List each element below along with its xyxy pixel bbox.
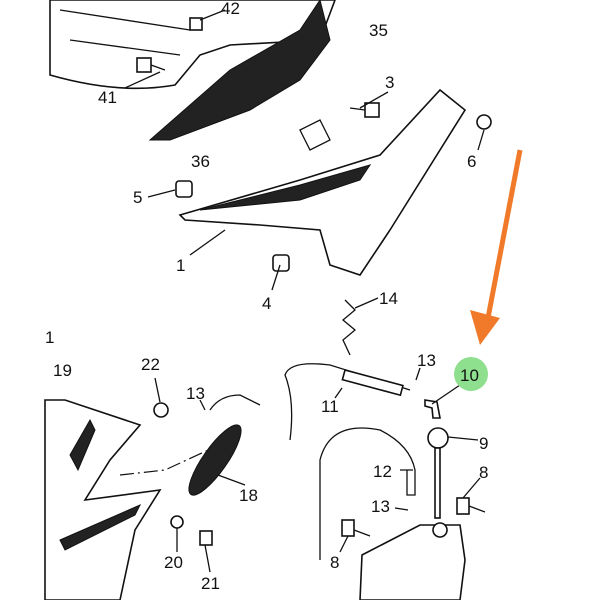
grommet-22 (153, 402, 169, 418)
hose-11 (284, 363, 411, 441)
callout-12[interactable]: 12 (373, 462, 392, 481)
bolt-8-right (456, 497, 486, 515)
callout-19[interactable]: 19 (53, 361, 72, 380)
reservoir-tank (359, 524, 466, 600)
hose-12 (319, 427, 416, 560)
bolt-41 (136, 57, 166, 73)
callout-21[interactable]: 21 (201, 574, 220, 593)
bolt-8-left (341, 519, 371, 537)
callout-4[interactable]: 4 (262, 294, 271, 313)
callout-1-left[interactable]: 1 (45, 328, 54, 347)
callout-35[interactable]: 35 (369, 21, 388, 40)
callout-1[interactable]: 1 (176, 256, 185, 275)
callout-20[interactable]: 20 (164, 553, 183, 572)
callout-9[interactable]: 9 (479, 434, 488, 453)
callout-13-top[interactable]: 13 (417, 351, 436, 370)
callout-14[interactable]: 14 (379, 289, 398, 308)
callout-10[interactable]: 10 (460, 366, 479, 385)
callout-42[interactable]: 42 (221, 0, 240, 18)
callout-41[interactable]: 41 (98, 88, 117, 107)
bolt-42 (189, 17, 203, 31)
callout-8-left[interactable]: 8 (330, 553, 339, 572)
callout-22[interactable]: 22 (141, 355, 160, 374)
orange-pointer-arrow (470, 149, 523, 345)
grille-18 (188, 424, 242, 496)
callout-13-left[interactable]: 13 (186, 384, 205, 403)
grommet-6 (476, 114, 492, 130)
washer-20 (170, 515, 184, 529)
top-cowl-panel (49, 0, 336, 90)
highlight-circle (454, 357, 488, 391)
cowl-graphic (148, 0, 331, 141)
callout-18[interactable]: 18 (239, 486, 258, 505)
grommet-4 (272, 254, 290, 272)
callout-8-right[interactable]: 8 (479, 463, 488, 482)
callout-3[interactable]: 3 (385, 73, 394, 92)
lower-side-cowl (44, 399, 162, 600)
callout-11[interactable]: 11 (321, 397, 339, 416)
screw-21 (199, 530, 213, 546)
filler-cap-9 (427, 427, 449, 449)
callout-6[interactable]: 6 (467, 152, 476, 171)
callout-36[interactable]: 36 (191, 152, 210, 171)
fitting-10 (424, 399, 441, 419)
grommet-5 (175, 180, 193, 198)
bolt-3 (349, 102, 380, 118)
clip-14 (341, 299, 357, 356)
elbow-hose (209, 394, 261, 411)
callout-5[interactable]: 5 (133, 188, 142, 207)
side-cover-stripe (199, 164, 372, 211)
callout-13-bottom[interactable]: 13 (371, 497, 390, 516)
